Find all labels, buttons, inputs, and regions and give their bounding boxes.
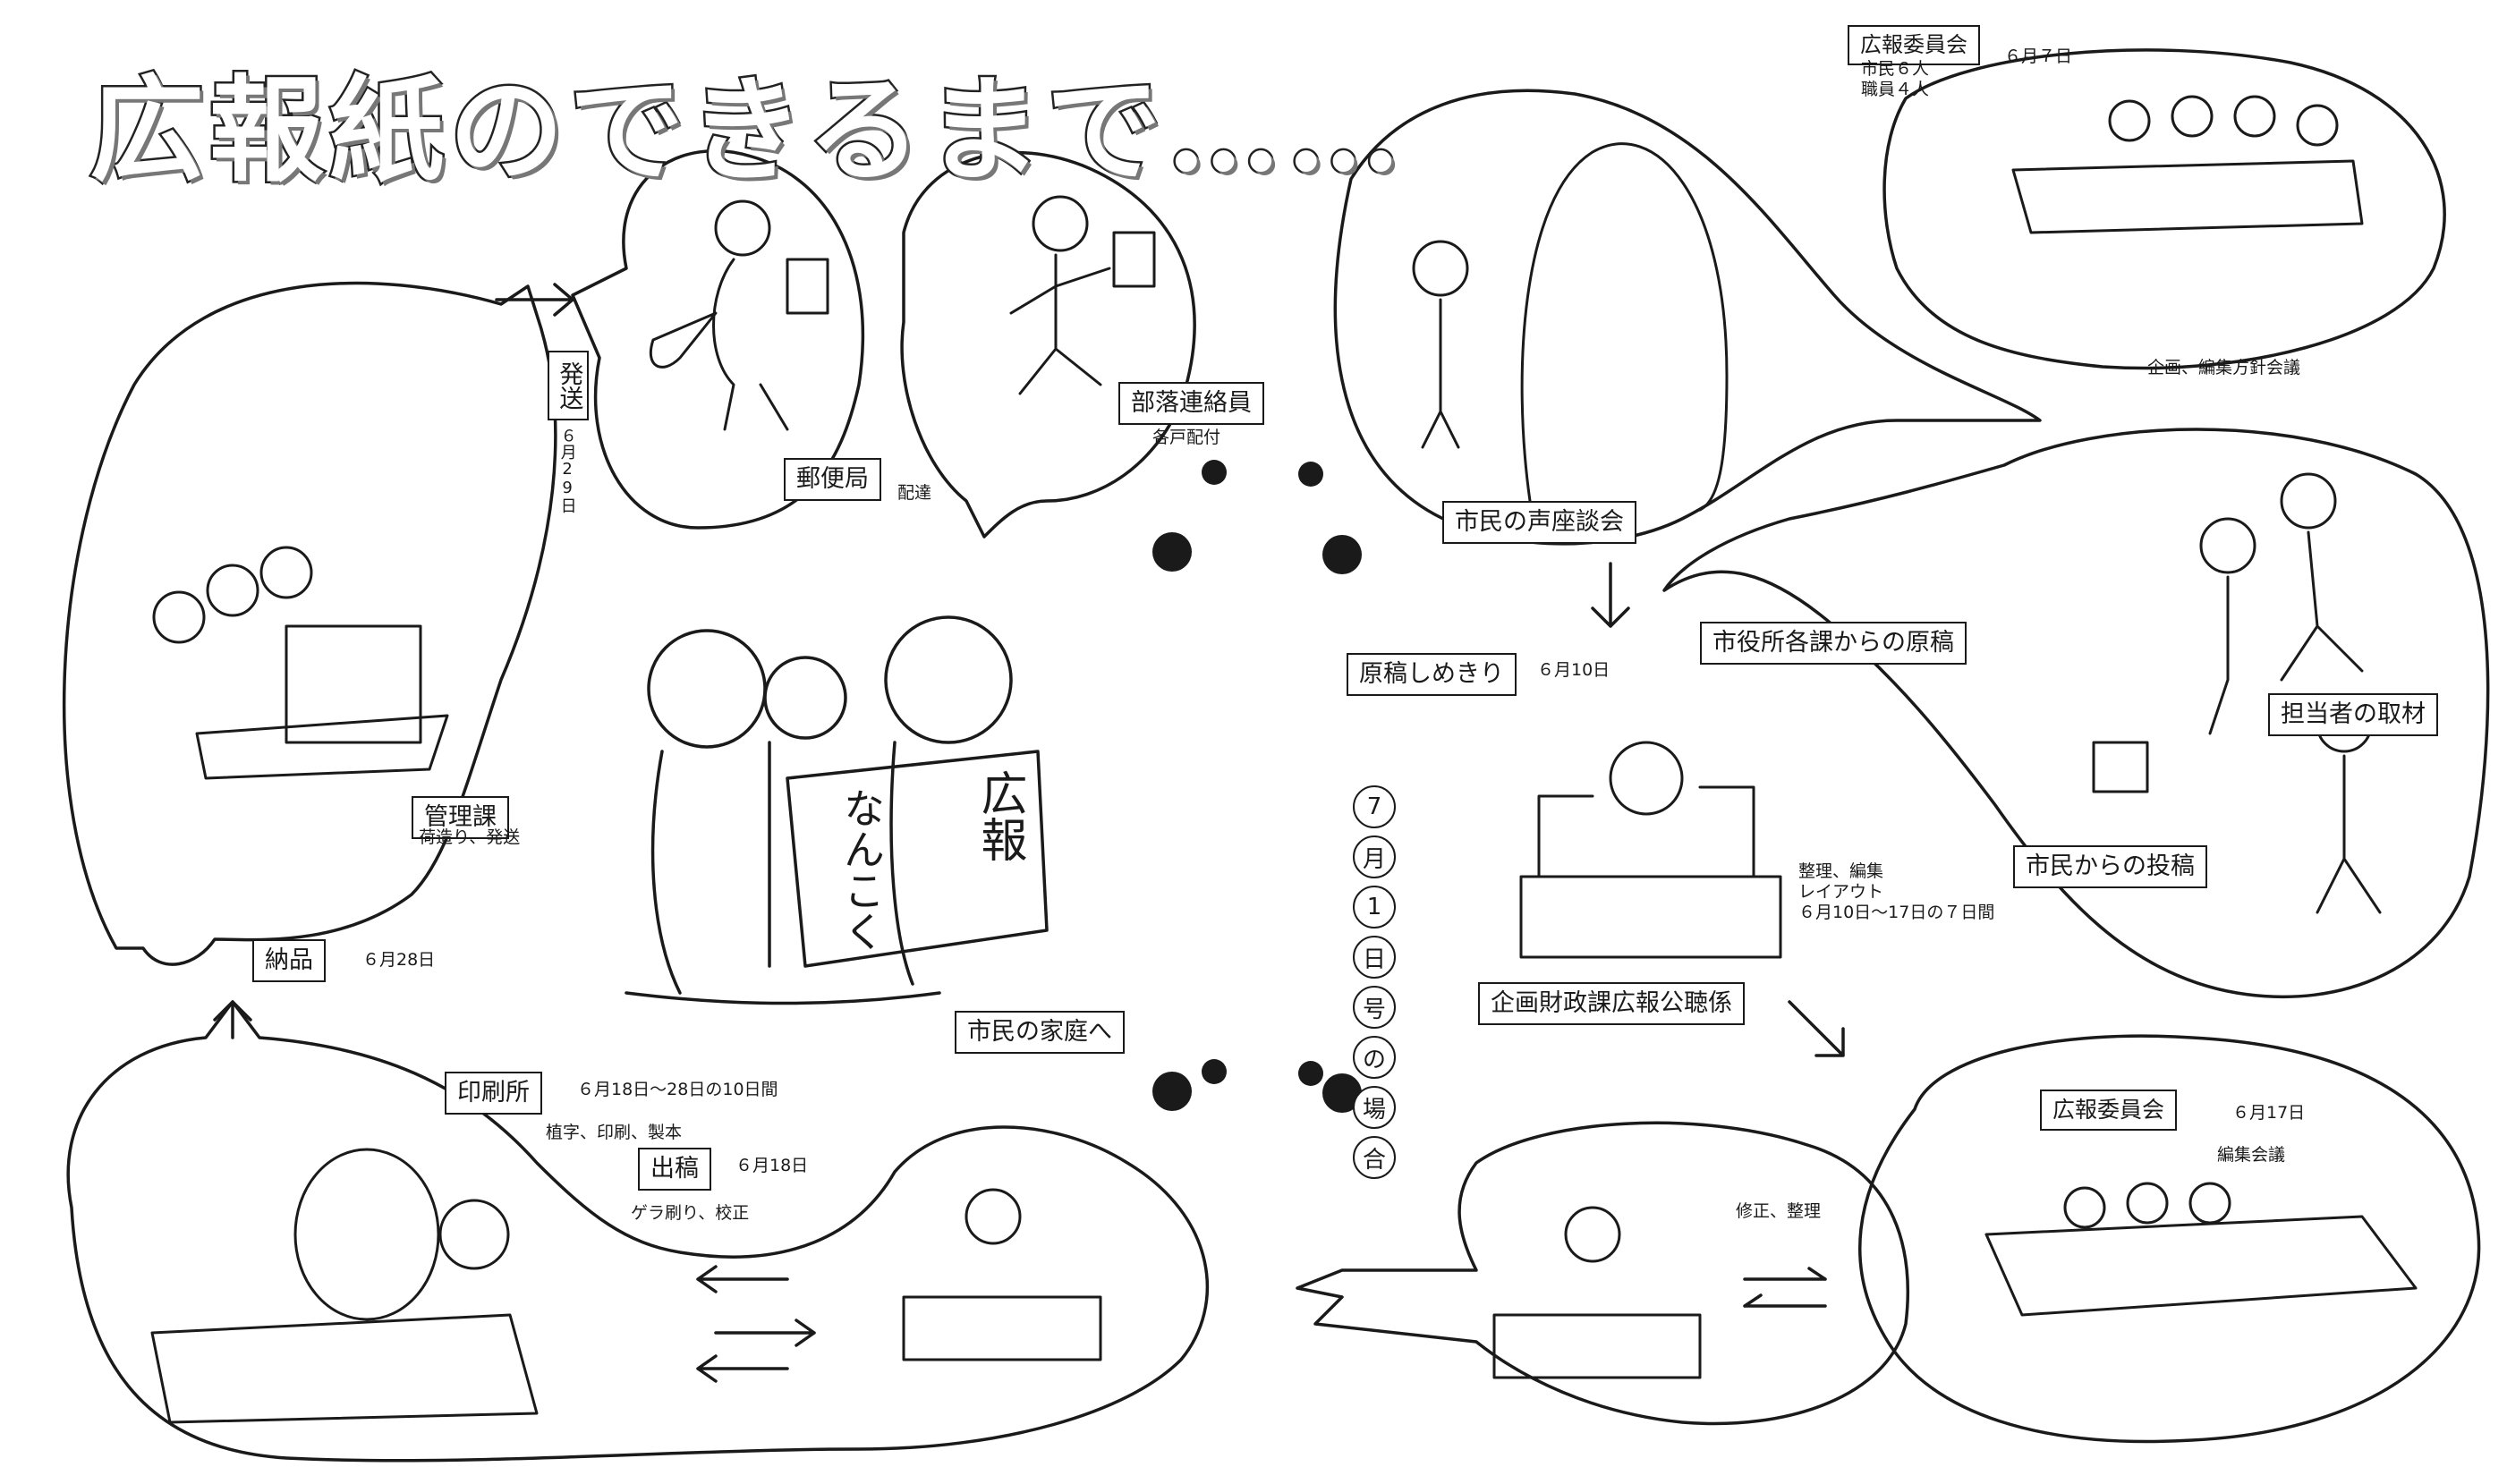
- figure-printing-press: [150, 1148, 539, 1424]
- figure-mail-carrier: [649, 199, 829, 431]
- date-badge-char: 日: [1353, 936, 1396, 979]
- figure-committee-table: [2011, 95, 2364, 234]
- date-committee1: ６月７日: [2004, 47, 2073, 66]
- balloon-post-office: [571, 148, 865, 530]
- label-manuscripts-city: 市役所各課からの原稿: [1700, 622, 1967, 666]
- date-badge-char: の: [1353, 1036, 1396, 1079]
- date-badge-char: 月: [1353, 835, 1396, 878]
- arrow-deadline: [1591, 562, 1630, 628]
- note-committee1: 企画、編集方針会議: [2147, 358, 2301, 377]
- date-badge: 7 月 1 日 号 の 場 合: [1353, 785, 1396, 1179]
- balloon-committee1: [1882, 48, 2446, 370]
- page-title: 広報紙のできるまで……: [87, 62, 1406, 200]
- label-committee2: 広報委員会: [2040, 1090, 2178, 1131]
- date-badge-char: 号: [1353, 986, 1396, 1029]
- book-text-left: なんこく: [837, 787, 886, 952]
- label-admin: 管理課: [412, 796, 509, 840]
- label-post-office: 郵便局: [784, 458, 881, 502]
- balloon-committee2: [1858, 1034, 2481, 1444]
- label-forum: 市民の声座談会: [1442, 501, 1636, 545]
- date-submit: ６月18日: [735, 1156, 809, 1175]
- balloon-forum: [1333, 89, 2042, 546]
- figure-liaison: [1009, 195, 1156, 395]
- note-committee2: 編集会議: [2217, 1145, 2286, 1165]
- figure-couple-reading: [647, 615, 1049, 995]
- date-badge-char: 場: [1353, 1086, 1396, 1129]
- note-submit: ゲラ刷り、校正: [631, 1203, 750, 1223]
- date-committee2: ６月17日: [2232, 1103, 2306, 1123]
- label-committee1: 広報委員会: [1848, 25, 1980, 65]
- ink-dots: [1152, 460, 1362, 1113]
- balloon-printer: [66, 1000, 1210, 1463]
- label-liaison: 部落連絡員: [1118, 382, 1264, 426]
- date-deadline: ６月10日: [1537, 660, 1610, 680]
- arrows-revise: [1743, 1267, 1827, 1308]
- date-badge-char: 合: [1353, 1136, 1396, 1179]
- arrows-exchange: [696, 1265, 816, 1383]
- label-delivery: 納品: [252, 939, 326, 983]
- date-delivery: ６月28日: [362, 950, 436, 970]
- label-coverage: 担当者の取材: [2268, 693, 2438, 737]
- arrow-dispatch: [495, 283, 574, 317]
- label-pr-section: 企画財政課広報公聴係: [1478, 982, 1745, 1026]
- balloon-liaison: [900, 150, 1196, 538]
- label-homes: 市民の家庭へ: [955, 1011, 1125, 1055]
- book-text-right: 広報: [973, 769, 1026, 862]
- date-badge-char: 1: [1353, 886, 1396, 929]
- note-liaison: 各戸配付: [1152, 428, 1221, 447]
- label-deadline: 原稿しめきり: [1347, 653, 1517, 697]
- note-printer: 植字、印刷、製本: [546, 1123, 683, 1142]
- arrow-committee2: [1788, 1000, 1845, 1057]
- arrow-delivery: [213, 1000, 252, 1039]
- figure-coverage: [2092, 472, 2382, 914]
- figure-small-editor: [902, 1188, 1702, 1379]
- note-admin: 荷造り、発送: [419, 827, 521, 847]
- note-post-office: 配達: [897, 483, 932, 503]
- figure-forum-arch: [1412, 142, 1729, 512]
- figure-editor-desk: [1519, 741, 1782, 959]
- note-revise: 修正、整理: [1736, 1201, 1822, 1221]
- balloon-revise: [1296, 1121, 1909, 1426]
- date-badge-char: 7: [1353, 785, 1396, 828]
- label-citizen-posts: 市民からの投稿: [2013, 845, 2207, 889]
- figure-admin-workers: [152, 546, 449, 780]
- label-printer: 印刷所: [445, 1072, 542, 1115]
- date-printer: ６月18日～28日の10日間: [577, 1080, 778, 1099]
- note-editing: 整理、編集 レイアウト ６月10日～17日の７日間: [1798, 861, 1995, 922]
- balloon-coverage: [1662, 428, 2490, 999]
- figure-committee2-table: [1984, 1182, 2418, 1317]
- balloon-admin: [62, 281, 557, 966]
- date-dispatch: ６月29日: [557, 428, 577, 513]
- homes-ground: [625, 991, 941, 1005]
- note-committee1-members: 市民６人 職員４人: [1861, 59, 1930, 99]
- label-dispatch: 発送: [548, 351, 590, 420]
- label-submit: 出稿: [638, 1148, 711, 1191]
